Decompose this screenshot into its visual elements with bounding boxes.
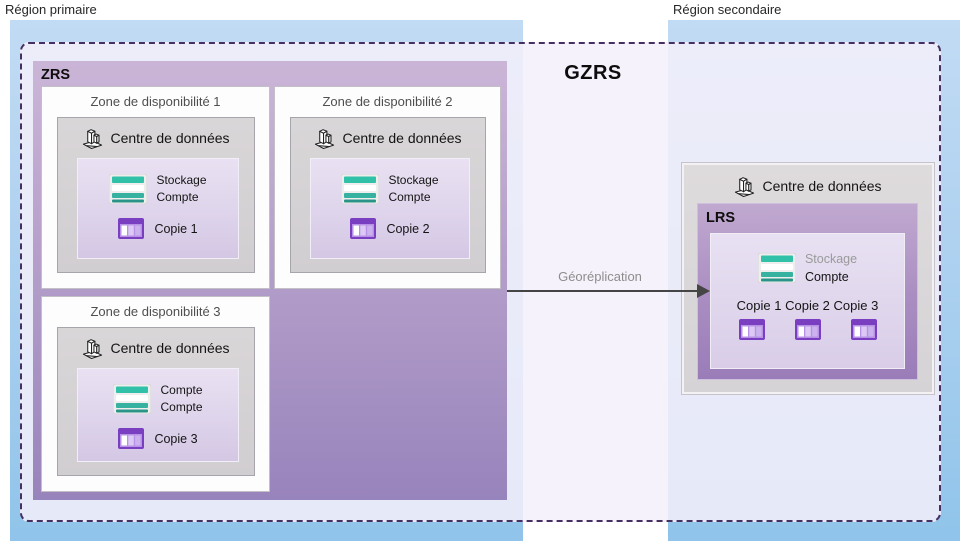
storage-label-line2: Compte [804, 270, 849, 284]
table-copy-icon [350, 218, 377, 239]
storage-label-line2: Compte [160, 400, 203, 414]
secondary-datacenter-box: Centre de données LRS Stockage Compte Co… [681, 162, 935, 395]
zrs-box: ZRS Zone de disponibilité 1 Centre de do… [33, 61, 507, 500]
storage-account-box: Stockage Compte Copie 2 [310, 158, 470, 259]
zrs-title: ZRS [41, 67, 70, 83]
gzrs-title: GZRS [564, 62, 622, 84]
datacenter-box: Centre de données Stockage Compte Copie … [57, 117, 255, 273]
datacenter-label: Centre de données [110, 339, 230, 356]
availability-zone-2: Zone de disponibilité 2 Centre de donnée… [274, 86, 501, 289]
copies-label: Copie 1 Copie 2 Copie 3 [736, 298, 879, 313]
table-copy-icon [794, 319, 821, 340]
storage-account-icon [109, 174, 148, 204]
table-copy-icon [118, 218, 145, 239]
storage-label-line2: Compte [156, 190, 199, 204]
datacenter-label: Centre de données [110, 129, 230, 146]
zone-title: Zone de disponibilité 3 [90, 304, 221, 319]
lrs-title: LRS [706, 210, 735, 226]
availability-zone-1: Zone de disponibilité 1 Centre de donnée… [41, 86, 270, 289]
datacenter-label: Centre de données [342, 129, 462, 146]
lrs-box: LRS Stockage Compte Copie 1 Copie 2 Copi… [697, 203, 918, 380]
geo-replication-label: Géoréplication [558, 269, 642, 284]
geo-replication-arrowhead [697, 284, 710, 298]
storage-label-line1: Compte [160, 383, 203, 397]
storage-label-line1: Stockage [804, 252, 858, 266]
lrs-storage-account-box: Stockage Compte Copie 1 Copie 2 Copie 3 [710, 233, 905, 369]
secondary-region-label: Région secondaire [673, 2, 782, 17]
table-copy-icon [738, 319, 765, 340]
copy-label: Copie 2 [386, 221, 430, 236]
copy-label: Copie 1 [154, 221, 198, 236]
datacenter-icon [83, 339, 103, 360]
primary-region-label: Région primaire [5, 2, 97, 17]
datacenter-icon [315, 129, 335, 150]
table-copy-icon [850, 319, 877, 340]
storage-account-icon [113, 384, 152, 414]
datacenter-box: Centre de données Compte Compte Copie 3 [57, 327, 255, 476]
datacenter-box: Centre de données Stockage Compte Copie … [290, 117, 486, 273]
table-copy-icon [118, 428, 145, 449]
storage-account-box: Stockage Compte Copie 1 [77, 158, 239, 259]
storage-account-icon [757, 253, 796, 283]
availability-zone-3: Zone de disponibilité 3 Centre de donnée… [41, 296, 270, 492]
copy-label: Copie 3 [154, 431, 198, 446]
datacenter-label: Centre de données [762, 177, 882, 194]
storage-label-line1: Stockage [156, 173, 207, 187]
datacenter-icon [83, 129, 103, 150]
zone-title: Zone de disponibilité 2 [322, 94, 453, 109]
storage-label-line2: Compte [388, 190, 431, 204]
storage-account-icon [341, 174, 380, 204]
storage-account-box: Compte Compte Copie 3 [77, 368, 239, 462]
storage-label-line1: Stockage [388, 173, 439, 187]
datacenter-icon [735, 177, 755, 198]
geo-replication-arrow [507, 290, 699, 292]
zone-title: Zone de disponibilité 1 [90, 94, 221, 109]
